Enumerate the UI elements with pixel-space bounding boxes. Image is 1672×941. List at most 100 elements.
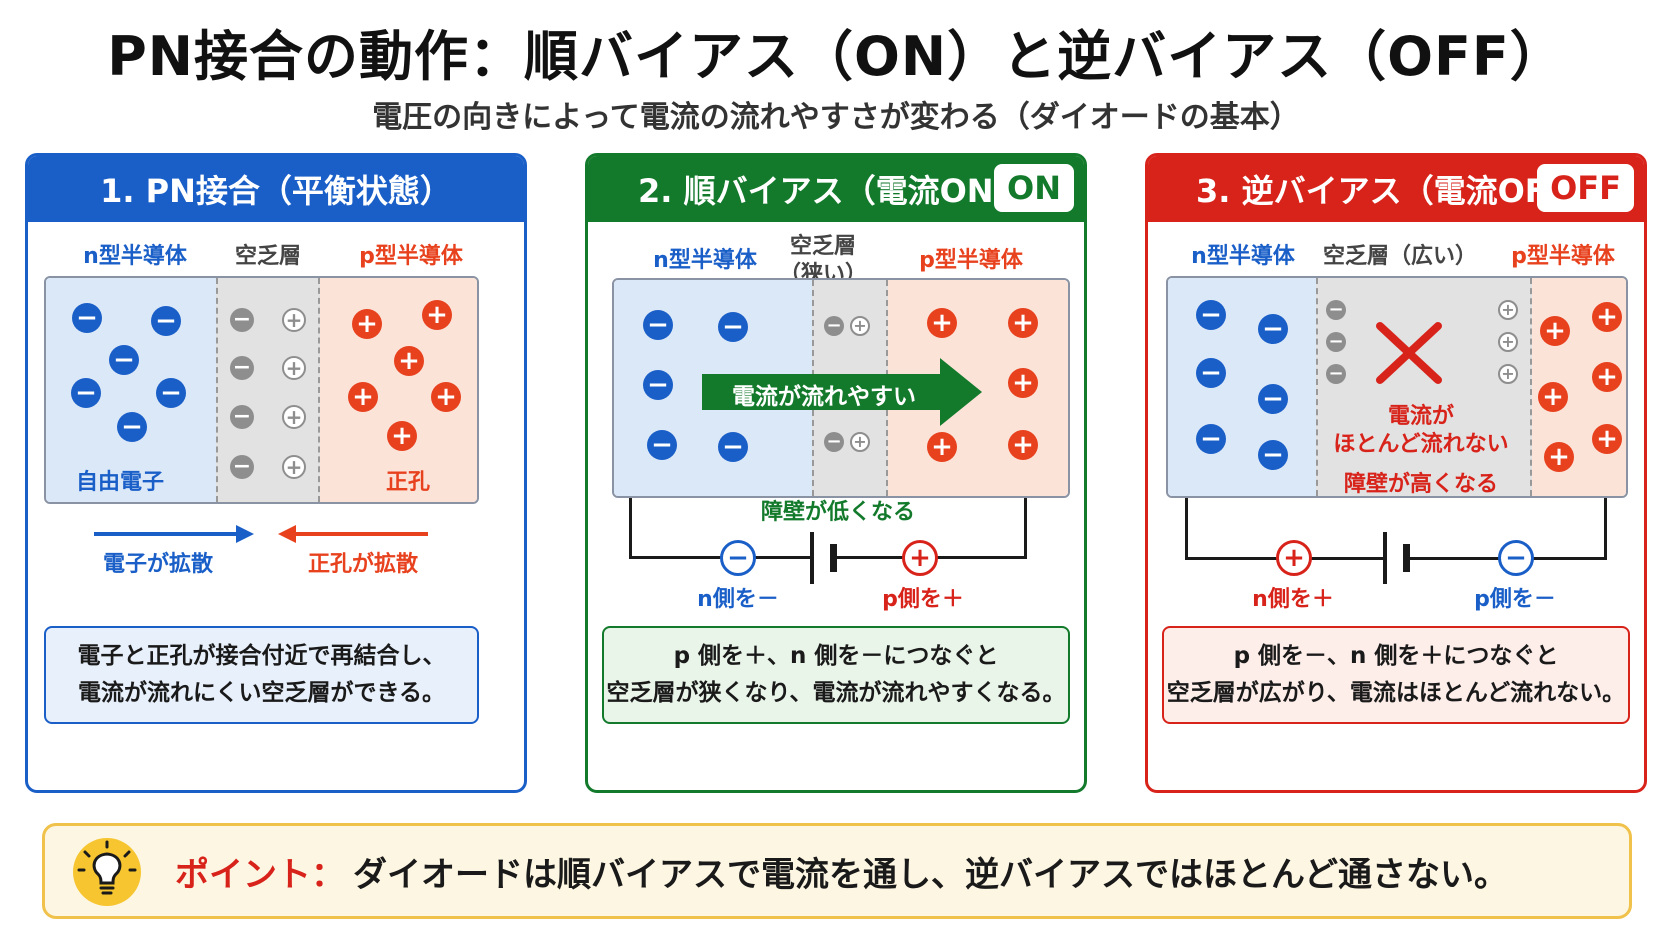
electron: − <box>643 370 673 400</box>
negative-terminal: − <box>720 540 756 576</box>
hole: + <box>1592 424 1622 454</box>
fixed-negative-ion: − <box>824 432 844 452</box>
note-line: p 側を－、n 側を＋につなぐと <box>1233 643 1559 670</box>
fixed-negative-ion: − <box>230 356 254 380</box>
current-flow-text: 電流が流れやすい <box>732 384 916 410</box>
off-badge: OFF <box>1537 164 1634 212</box>
depletion-region <box>1316 278 1532 496</box>
electron: − <box>156 378 186 408</box>
fixed-negative-ion: − <box>230 455 254 479</box>
n-type-label: n型半導体 <box>1191 244 1295 269</box>
hole-diffuse-label: 正孔が拡散 <box>308 552 419 577</box>
electron: − <box>151 306 181 336</box>
electron-diffuse-arrow <box>94 525 254 543</box>
fixed-positive-ion: + <box>1498 332 1518 352</box>
blocked-x-icon <box>1376 322 1442 384</box>
fixed-positive-ion: + <box>850 432 870 452</box>
positive-terminal: + <box>1276 540 1312 576</box>
hole: + <box>927 432 957 462</box>
fixed-negative-ion: − <box>1326 300 1346 320</box>
electron: − <box>1196 424 1226 454</box>
hole-label: 正孔 <box>386 470 431 495</box>
free-electron-label: 自由電子 <box>76 470 165 495</box>
fixed-negative-ion: − <box>230 308 254 332</box>
current-flow-arrow <box>702 358 982 426</box>
diffusion-arrows <box>94 525 428 543</box>
electron: − <box>1258 384 1288 414</box>
page-title: PN接合の動作：順バイアス（ON）と逆バイアス（OFF） <box>107 25 1565 88</box>
electron-diffuse-label: 電子が拡散 <box>103 552 214 577</box>
note-line: p 側を＋、n 側を－につなぐと <box>673 643 999 670</box>
p-side-label: p側を＋ <box>882 587 964 612</box>
negative-terminal: − <box>1498 540 1534 576</box>
depletion-label: 空乏層（広い） <box>1322 244 1477 269</box>
fixed-negative-ion: − <box>230 405 254 429</box>
hole: + <box>352 309 382 339</box>
pn-junction-box: − − − − − − − − − + + + 電流が ほとんど流れない 障壁が… <box>1166 276 1628 498</box>
fixed-positive-ion: + <box>282 405 306 429</box>
panel-equilibrium: 1. PN接合（平衡状態） n型半導体 空乏層 p型半導体 − − − − − … <box>25 153 527 793</box>
fixed-positive-ion: + <box>282 308 306 332</box>
no-current-label: ほとんど流れない <box>1333 432 1509 457</box>
note-line: 空乏層が狭くなり、電流が流れやすくなる。 <box>606 680 1066 706</box>
electron: − <box>1258 314 1288 344</box>
hole: + <box>431 382 461 412</box>
electron: − <box>647 430 677 460</box>
hole: + <box>1592 362 1622 392</box>
hole: + <box>1008 308 1038 338</box>
depletion-label: 空乏層 <box>789 234 856 259</box>
p-type-label: p型半導体 <box>1511 244 1615 269</box>
fixed-positive-ion: + <box>850 316 870 336</box>
panel-reverse-bias: 3. 逆バイアス（電流OFF） OFF n型半導体 空乏層（広い） p型半導体 … <box>1145 153 1647 793</box>
n-side-label: n側を＋ <box>1252 587 1334 612</box>
electron: − <box>718 312 748 342</box>
electron: − <box>72 303 102 333</box>
n-region <box>1168 278 1316 496</box>
hole: + <box>1540 316 1570 346</box>
hole-diffuse-arrow <box>278 525 428 543</box>
battery-plate-long <box>1383 532 1387 584</box>
fixed-positive-ion: + <box>1498 364 1518 384</box>
depletion-label: 空乏層 <box>234 244 301 269</box>
electron: − <box>109 345 139 375</box>
hole: + <box>1538 382 1568 412</box>
electron: − <box>71 378 101 408</box>
electron: − <box>1196 300 1226 330</box>
electron: − <box>1196 358 1226 388</box>
on-badge: ON <box>994 164 1074 212</box>
fixed-negative-ion: − <box>1326 332 1346 352</box>
note-line: 空乏層が広がり、電流はほとんど流れない。 <box>1166 680 1626 706</box>
panel-header: 3. 逆バイアス（電流OFF） OFF <box>1148 156 1644 222</box>
lightbulb-icon <box>73 838 141 906</box>
fixed-positive-ion: + <box>1498 300 1518 320</box>
hole: + <box>1008 430 1038 460</box>
n-type-label: n型半導体 <box>83 244 187 269</box>
explanation-note: p 側を－、n 側を＋につなぐと 空乏層が広がり、電流はほとんど流れない。 <box>1162 626 1630 724</box>
circuit-wire <box>1604 498 1607 560</box>
p-type-label: p型半導体 <box>359 244 463 269</box>
page-subtitle: 電圧の向きによって電流の流れやすさが変わる（ダイオードの基本） <box>372 100 1300 135</box>
note-line: 電子と正孔が接合付近で再結合し、 <box>77 643 446 670</box>
hole: + <box>348 382 378 412</box>
electron: − <box>718 432 748 462</box>
fixed-negative-ion: − <box>1326 364 1346 384</box>
hole: + <box>394 346 424 376</box>
hole: + <box>1592 302 1622 332</box>
barrier-low-label: 障壁が低くなる <box>760 500 915 525</box>
explanation-note: 電子と正孔が接合付近で再結合し、 電流が流れにくい空乏層ができる。 <box>44 626 479 724</box>
electron: − <box>117 412 147 442</box>
hole: + <box>422 300 452 330</box>
circuit-wire <box>1185 498 1188 560</box>
barrier-high-label: 障壁が高くなる <box>1343 472 1498 497</box>
point-text: ダイオードは順バイアスで電流を通し、逆バイアスではほとんど通さない。 <box>353 854 1508 895</box>
no-current-label: 電流が <box>1387 404 1454 429</box>
electron: − <box>643 310 673 340</box>
battery-plate-short <box>1403 544 1410 572</box>
hole: + <box>387 421 417 451</box>
positive-terminal: + <box>902 540 938 576</box>
circuit-wire <box>1024 498 1027 558</box>
fixed-positive-ion: + <box>282 455 306 479</box>
hole: + <box>1544 442 1574 472</box>
panel-title: 3. 逆バイアス（電流OFF） <box>1196 172 1601 210</box>
circuit-wire <box>629 498 632 558</box>
